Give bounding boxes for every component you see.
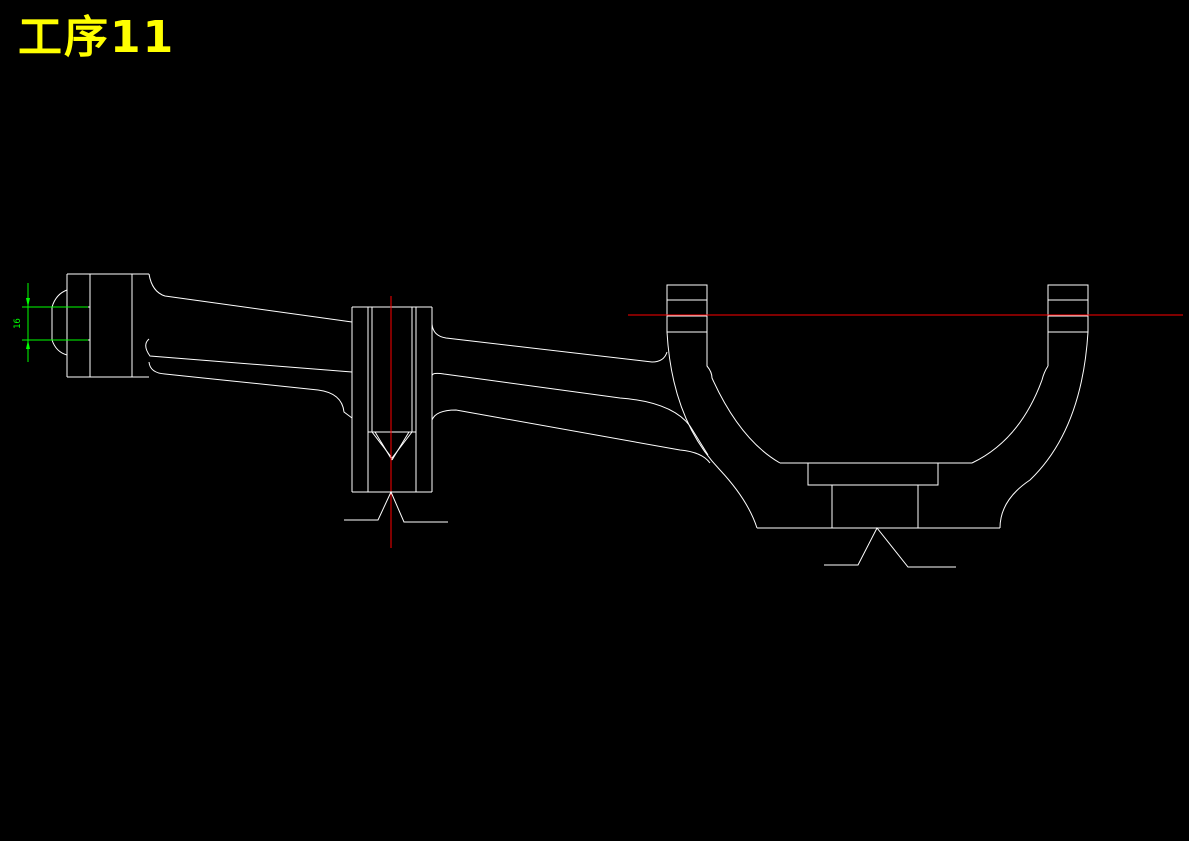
- fork-yoke: [666, 284, 1089, 529]
- middle-boss: [351, 306, 433, 493]
- operation-title: 工序11: [18, 12, 176, 63]
- locating-symbol-middle: [344, 490, 448, 523]
- left-end-boss: [51, 273, 149, 378]
- centerlines: [390, 296, 1183, 548]
- dimension-16: 16: [13, 283, 88, 362]
- locating-symbol-right: [824, 527, 956, 568]
- left-arm: [145, 273, 353, 419]
- dimension-text: 16: [13, 318, 23, 329]
- right-arm: [431, 323, 711, 464]
